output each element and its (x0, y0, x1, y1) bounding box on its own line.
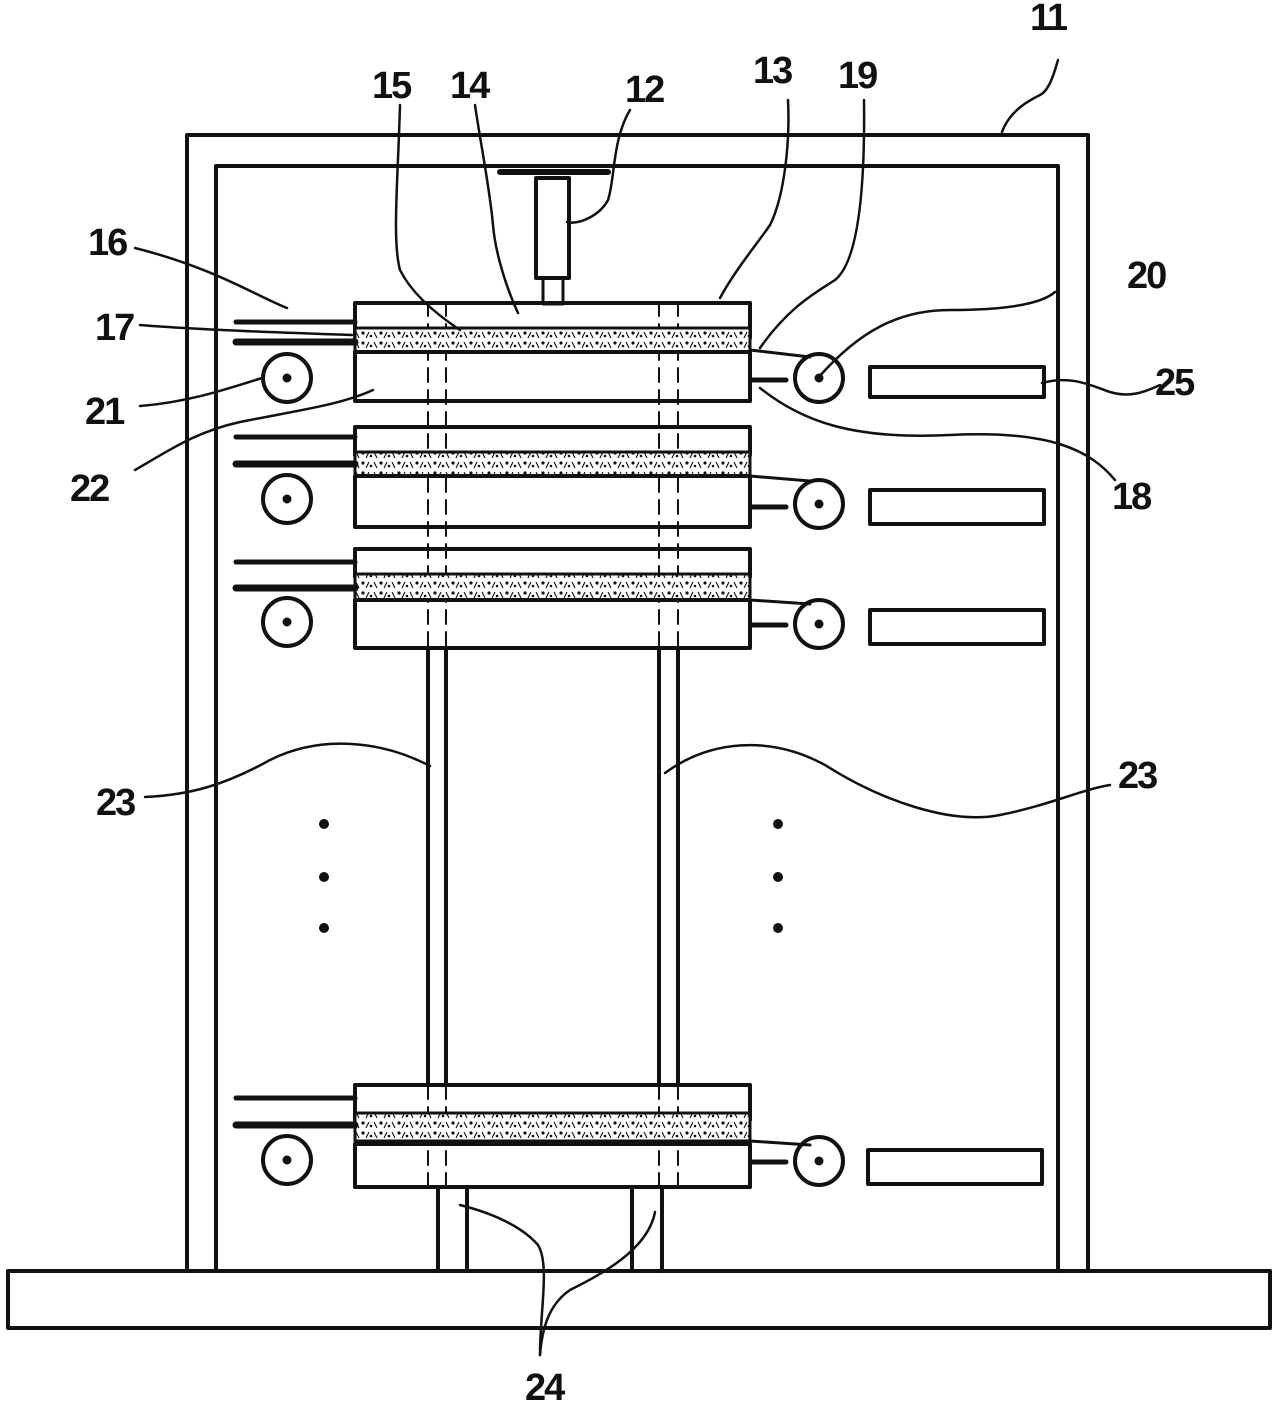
roller-right-bottom (793, 1135, 845, 1187)
label-11: 11 (1030, 0, 1068, 39)
guide-columns-hidden (427, 301, 679, 1186)
roller-right-1 (793, 352, 845, 404)
inner-frame (214, 164, 1060, 1273)
outer-frame (185, 133, 1090, 1273)
label-19: 19 (838, 55, 877, 97)
press-unit-3 (232, 547, 1046, 650)
label-21: 21 (85, 391, 125, 433)
sensor-box-3 (868, 608, 1046, 646)
roller-left-3 (261, 596, 313, 648)
roller-right-2 (793, 478, 845, 530)
label-22: 22 (70, 468, 109, 510)
press-unit-2 (232, 425, 1046, 530)
press-unit-bottom (232, 1083, 1044, 1189)
label-25: 25 (1155, 362, 1195, 404)
label-18: 18 (1112, 476, 1151, 518)
guide-columns (426, 648, 680, 1087)
roller-left-2 (261, 473, 313, 525)
label-15: 15 (372, 65, 412, 107)
press-unit-1 (232, 301, 1046, 404)
sensor-box-bottom (866, 1148, 1044, 1186)
sensor-box-1 (868, 365, 1046, 399)
roller-right-3 (793, 598, 845, 650)
roller-left-bottom (261, 1134, 313, 1186)
cylinder-assembly (497, 169, 611, 306)
label-12: 12 (625, 69, 664, 111)
label-17: 17 (95, 307, 134, 349)
reference-labels: 11 12 13 14 15 16 17 18 19 20 21 22 23 2… (70, 0, 1197, 1409)
label-24: 24 (525, 1367, 565, 1409)
sensor-box-2 (868, 488, 1046, 526)
leader-lines (133, 58, 1162, 1357)
label-13: 13 (753, 50, 792, 92)
label-23-right: 23 (1118, 755, 1157, 797)
support-legs (436, 1186, 664, 1273)
label-20: 20 (1127, 255, 1166, 297)
label-14: 14 (450, 65, 490, 107)
base-plate (6, 1269, 1272, 1330)
label-16: 16 (88, 222, 127, 264)
continuation-dots (319, 819, 783, 933)
label-23-left: 23 (96, 782, 135, 824)
